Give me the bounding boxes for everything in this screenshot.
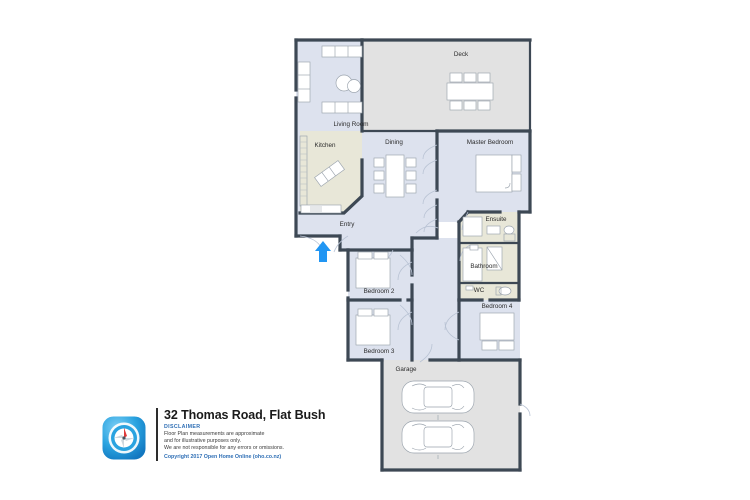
disclaimer-line-2: and for illustrative purposes only. [164, 438, 242, 445]
room-label-bedroom-4: Bedroom 4 [482, 303, 513, 310]
room-label-living-room: Living Room [334, 121, 369, 128]
room-label-bedroom-3: Bedroom 3 [364, 348, 395, 355]
disclaimer-heading: DISCLAIMER [164, 424, 201, 430]
master-bedroom-furniture [475, 154, 522, 193]
bedroom-3-furniture [355, 308, 391, 346]
dining-furniture [373, 154, 417, 198]
room-label-wc: WC [474, 287, 485, 294]
room-label-deck: Deck [454, 51, 469, 58]
wc-fixtures [465, 285, 512, 296]
disclaimer-line-1: Floor Plan measurements are approximate [164, 431, 265, 437]
branding-block: 32 Thomas Road, Flat Bush DISCLAIMER Flo… [100, 408, 360, 480]
room-label-ensuite: Ensuite [485, 216, 507, 223]
entry-direction-arrow [315, 241, 331, 262]
room-label-bathroom: Bathroom [470, 263, 497, 270]
bathroom-fixtures [462, 244, 503, 282]
deck-fill [362, 40, 530, 131]
living-room-furniture [297, 45, 363, 114]
bedroom-2-furniture [355, 251, 391, 289]
room-label-master-bedroom: Master Bedroom [467, 139, 514, 146]
compass-logo [100, 414, 148, 462]
kitchen-fixtures [299, 135, 345, 214]
bedroom-4-furniture [479, 312, 515, 351]
page-title: 32 Thomas Road, Flat Bush [164, 408, 326, 422]
disclaimer-line-3: We are not responsible for any errors or… [164, 445, 285, 452]
copyright-notice: Copyright 2017 Open Home Online (oho.co.… [164, 454, 282, 461]
garage-fill [382, 360, 520, 470]
branding-text: 32 Thomas Road, Flat Bush DISCLAIMER Flo… [156, 408, 326, 462]
room-label-dining: Dining [385, 139, 403, 146]
ensuite-fixtures [462, 216, 516, 242]
garage-vehicles [401, 380, 475, 459]
room-label-bedroom-2: Bedroom 2 [364, 288, 395, 295]
room-label-garage: Garage [395, 366, 417, 373]
room-label-kitchen: Kitchen [314, 142, 336, 149]
room-label-entry: Entry [340, 221, 356, 228]
deck-furniture [446, 72, 494, 111]
car-two [401, 420, 475, 454]
hall-fill [412, 238, 459, 360]
car-one [401, 380, 475, 414]
